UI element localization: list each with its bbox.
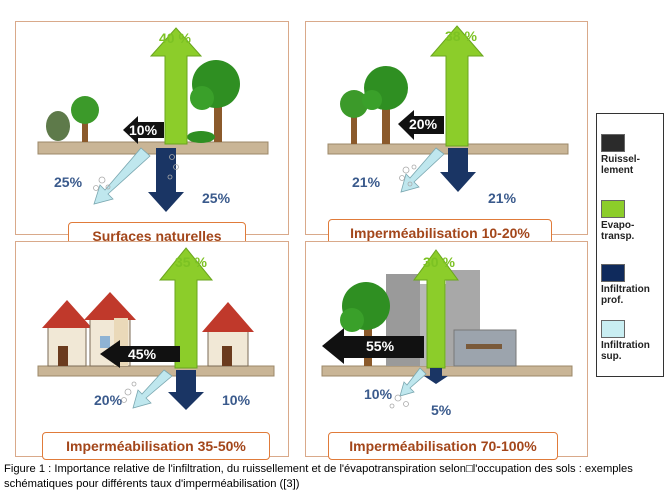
- deep-infiltration-arrow: [168, 370, 204, 410]
- evapo-arrow: [149, 27, 203, 145]
- legend-label: Infiltration prof.: [601, 284, 650, 306]
- roof-icon: [84, 292, 136, 320]
- legend-item-infiltration-profonde: Infiltration prof.: [601, 264, 650, 306]
- legend-swatch: [601, 264, 625, 282]
- door-icon: [58, 346, 68, 366]
- runoff-arrow: [322, 328, 424, 364]
- panel-3-illustration: [37, 247, 275, 410]
- deep-infiltration-arrow: [148, 148, 184, 212]
- legend-swatch: [601, 320, 625, 338]
- deep-infiltration-percent: 25%: [202, 190, 231, 206]
- runoff-percent: 10%: [129, 122, 158, 138]
- window-icon: [100, 336, 110, 348]
- legend-item-ruissellement: Ruissel- lement: [601, 134, 640, 176]
- shallow-infiltration-arrow: [399, 367, 427, 397]
- legend-label: Ruissel- lement: [601, 154, 640, 176]
- panel-caption: Imperméabilisation 70-100%: [328, 432, 558, 460]
- evapo-arrow: [429, 25, 485, 147]
- roof-icon: [42, 300, 92, 328]
- shallow-infiltration-percent: 10%: [364, 386, 393, 402]
- tree-icon: [71, 96, 99, 124]
- runoff-percent: 20%: [409, 116, 438, 132]
- panel-caption: Imperméabilisation 35-50%: [42, 432, 270, 460]
- deep-infiltration-arrow: [440, 148, 476, 192]
- runoff-percent: 45%: [128, 346, 157, 362]
- roof-icon: [202, 302, 254, 332]
- tree-trunk: [82, 120, 88, 142]
- runoff-arrow: [100, 340, 180, 368]
- deep-infiltration-percent: 10%: [222, 392, 251, 408]
- shallow-infiltration-percent: 21%: [352, 174, 381, 190]
- tree-icon: [340, 308, 364, 332]
- evapo-percent: 40 %: [159, 30, 191, 46]
- tree-icon: [190, 86, 214, 110]
- panel-impermeabilisation-70-100: 30 % 55% 10% 5% Imperméabilisation 70-10…: [305, 241, 588, 460]
- legend-swatch: [601, 134, 625, 152]
- building-band: [466, 344, 502, 349]
- shallow-infiltration-arrow: [400, 147, 445, 193]
- legend-item-infiltration-superficielle: Infiltration sup.: [601, 320, 650, 362]
- gravel-texture: [389, 394, 409, 409]
- legend-label: Evapo- transp.: [601, 220, 635, 242]
- tree-trunk: [351, 112, 357, 144]
- evapo-percent: 38 %: [445, 28, 477, 44]
- panel-4-illustration: [321, 249, 573, 409]
- gravel-texture: [399, 164, 417, 187]
- panel-impermeabilisation-10-20: 38 % 20% 21% 21% Imperméabilisation 10-2…: [305, 21, 588, 247]
- runoff-arrow: [398, 110, 444, 140]
- runoff-percent: 55%: [366, 338, 395, 354]
- gravel-texture: [93, 154, 179, 191]
- runoff-arrow: [123, 116, 164, 144]
- ground-strip: [37, 141, 269, 155]
- figure-caption: Figure 1 : Importance relative de l'infi…: [4, 463, 633, 490]
- shallow-infiltration-arrow: [93, 147, 151, 205]
- evapo-percent: 30 %: [423, 254, 455, 270]
- shallow-infiltration-percent: 25%: [54, 174, 83, 190]
- bush-icon: [187, 131, 215, 143]
- tree-icon: [362, 90, 382, 110]
- panel-1-illustration: [37, 27, 269, 212]
- deep-infiltration-percent: 21%: [488, 190, 517, 206]
- deep-infiltration-arrow: [424, 368, 448, 384]
- ground-strip: [37, 365, 275, 377]
- bush-icon: [46, 111, 70, 141]
- evapo-arrow: [158, 247, 214, 369]
- legend-label: Infiltration sup.: [601, 340, 650, 362]
- tree-icon: [340, 90, 368, 118]
- tree-trunk: [214, 102, 222, 142]
- shallow-infiltration-arrow: [132, 369, 173, 409]
- legend: Ruissel- lement Evapo- transp. Infiltrat…: [596, 113, 664, 377]
- ground-strip: [321, 365, 573, 377]
- evapo-percent: 35 %: [175, 254, 207, 270]
- tree-trunk: [382, 106, 390, 144]
- gravel-texture: [121, 381, 137, 403]
- panel-2-illustration: [327, 25, 569, 193]
- legend-swatch: [601, 200, 625, 218]
- shallow-infiltration-percent: 20%: [94, 392, 123, 408]
- panel-impermeabilisation-35-50: 35 % 45% 20% 10% Imperméabilisation 35-5…: [15, 241, 289, 460]
- door-icon: [222, 346, 232, 366]
- legend-item-evapotranspiration: Evapo- transp.: [601, 200, 634, 242]
- panel-natural-surfaces: 40 % 10% 25% 25% Surfaces naturelles: [15, 21, 289, 250]
- deep-infiltration-percent: 5%: [431, 402, 452, 418]
